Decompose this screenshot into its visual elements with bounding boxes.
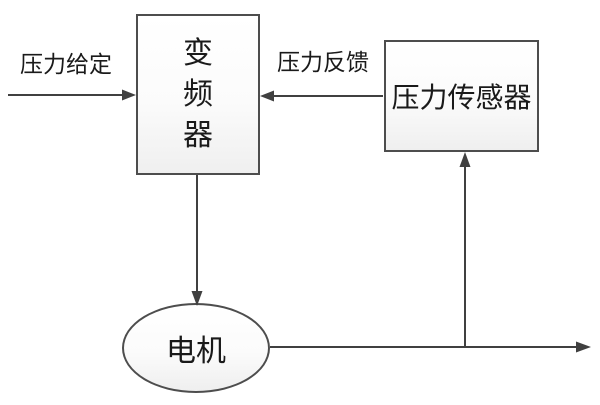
inverter-label: 变频器 [183,37,213,152]
feedback-arrow [260,90,383,102]
output-arrow [270,341,591,353]
motor-ellipse: 电机 [122,303,270,393]
inverter-box: 变频器 [136,14,260,175]
setpoint-arrow [8,89,136,101]
pressure-sensor-label: 压力传感器 [391,83,532,114]
pressure-feedback-label: 压力反馈 [277,50,369,75]
pressure-sensor-box: 压力传感器 [384,40,539,152]
drive-arrow [191,175,203,306]
pressure-setpoint-label: 压力给定 [20,52,112,77]
sense-arrow [459,152,471,347]
motor-label: 电机 [166,335,226,368]
